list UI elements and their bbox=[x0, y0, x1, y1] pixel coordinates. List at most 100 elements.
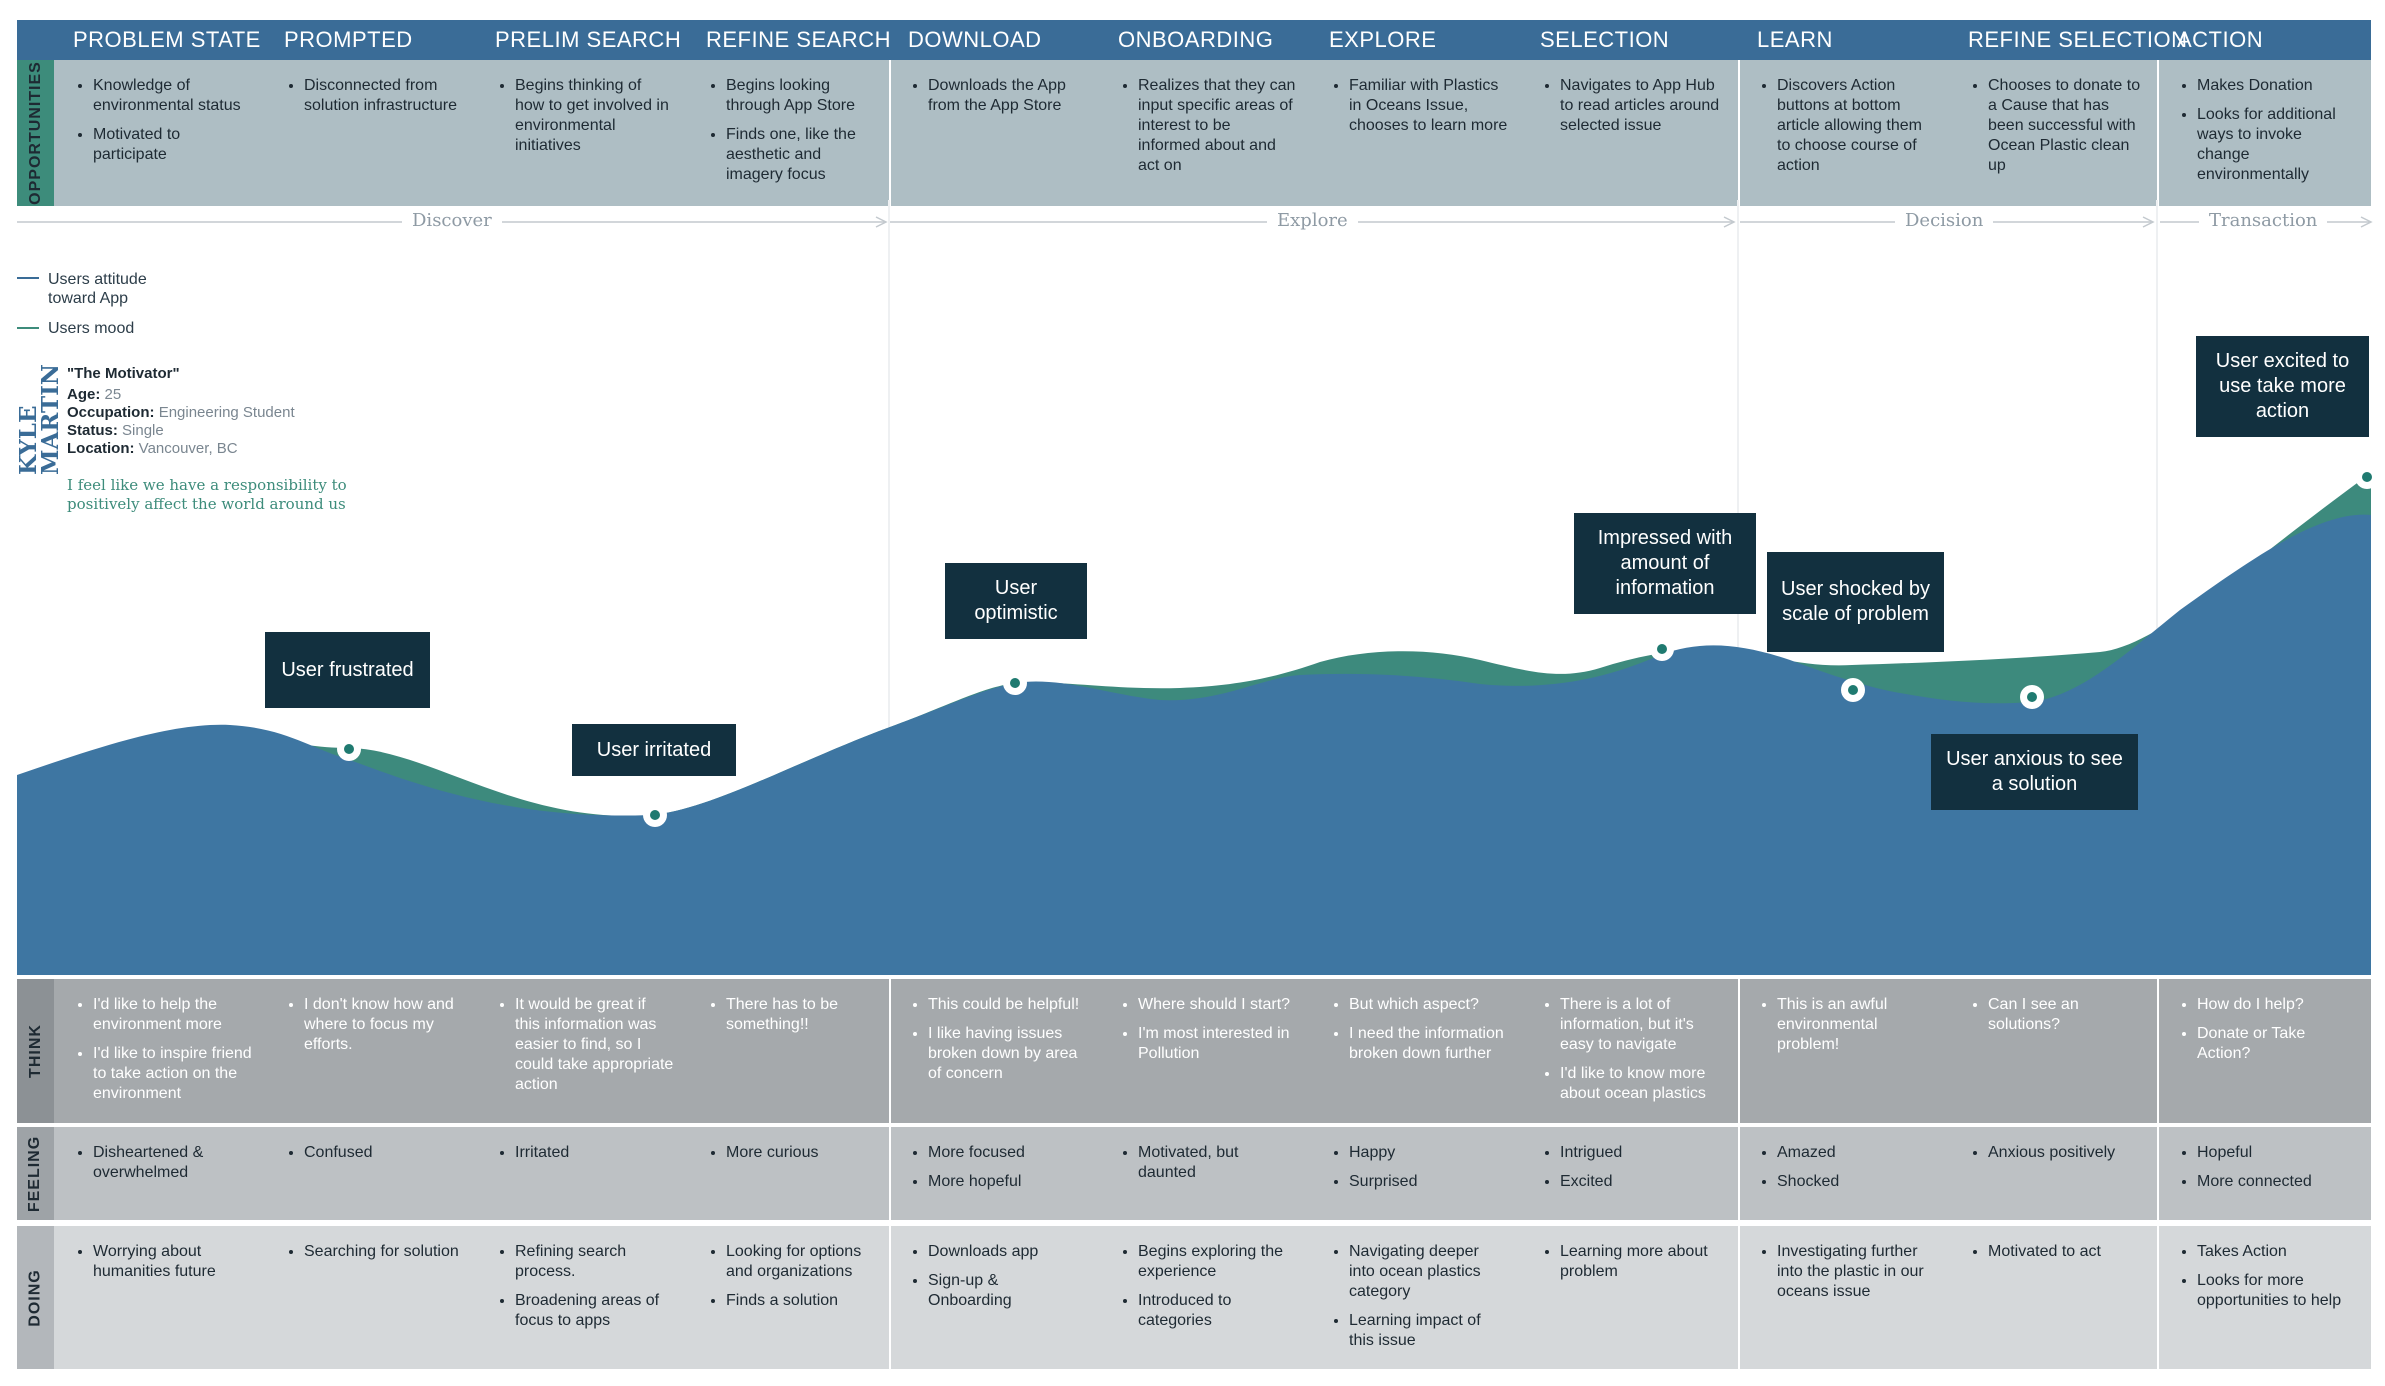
feeling-cell: Anxious positively bbox=[1950, 1127, 2159, 1220]
callout-impressed: Impressed with amount of information bbox=[1574, 513, 1756, 614]
doing-item: Introduced to categories bbox=[1138, 1291, 1297, 1331]
stage-title-prelim-search: PRELIM SEARCH bbox=[495, 27, 682, 52]
doing-cell: Takes ActionLooks for more opportunities… bbox=[2159, 1226, 2371, 1369]
feeling-cell: Irritated bbox=[477, 1127, 688, 1220]
think-cell: Can I see an solutions? bbox=[1950, 979, 2159, 1123]
think-cell: This could be helpful!I like having issu… bbox=[890, 979, 1100, 1123]
doing-item: Downloads app bbox=[928, 1242, 1086, 1262]
think-item: Can I see an solutions? bbox=[1988, 995, 2145, 1035]
opportunities-item: Familiar with Plastics in Oceans Issue, … bbox=[1349, 76, 1508, 136]
doing-label: DOING bbox=[17, 1226, 54, 1369]
doing-item: Searching for solution bbox=[304, 1242, 463, 1262]
callout-user-anxious: User anxious to see a solution bbox=[1931, 734, 2138, 810]
feeling-cell: Confused bbox=[266, 1127, 477, 1220]
section-divider bbox=[2157, 60, 2159, 206]
feeling-item: Confused bbox=[304, 1143, 463, 1163]
mood-marker bbox=[1841, 678, 1865, 702]
opportunities-label: OPPORTUNITIES bbox=[17, 60, 54, 206]
section-divider bbox=[889, 1226, 891, 1369]
opportunities-cell: Begins thinking of how to get involved i… bbox=[477, 60, 688, 206]
stage-title-explore: EXPLORE bbox=[1329, 27, 1437, 52]
callout-user-shocked: User shocked by scale of problem bbox=[1767, 552, 1944, 652]
feeling-item: More hopeful bbox=[928, 1172, 1086, 1192]
opportunities-item: Navigates to App Hub to read articles ar… bbox=[1560, 76, 1725, 136]
section-divider bbox=[2157, 1127, 2159, 1220]
doing-item: Investigating further into the plastic i… bbox=[1777, 1242, 1936, 1302]
section-divider bbox=[1738, 979, 1740, 1123]
think-item: I like having issues broken down by area… bbox=[928, 1024, 1086, 1084]
callout-user-frustrated: User frustrated bbox=[265, 632, 430, 708]
doing-item: Takes Action bbox=[2197, 1242, 2357, 1262]
doing-cell: Begins exploring the experienceIntroduce… bbox=[1100, 1226, 1311, 1369]
opportunities-cell: Disconnected from solution infrastructur… bbox=[266, 60, 477, 206]
mood-marker bbox=[2020, 685, 2044, 709]
think-item: I'd like to know more about ocean plasti… bbox=[1560, 1064, 1725, 1104]
opportunities-cell: Navigates to App Hub to read articles ar… bbox=[1522, 60, 1739, 206]
opportunities-cell: Realizes that they can input specific ar… bbox=[1100, 60, 1311, 206]
phase-transaction: Transaction bbox=[2199, 210, 2328, 231]
think-cell: Where should I start?I'm most interested… bbox=[1100, 979, 1311, 1123]
stage-header-bar bbox=[17, 20, 2371, 60]
feeling-item: Happy bbox=[1349, 1143, 1508, 1163]
opportunities-item: Disconnected from solution infrastructur… bbox=[304, 76, 463, 116]
callout-user-excited: User excited to use take more action bbox=[2196, 336, 2369, 437]
feeling-item: Excited bbox=[1560, 1172, 1725, 1192]
mood-marker bbox=[1650, 637, 1674, 661]
opportunities-cell: Discovers Action buttons at bottom artic… bbox=[1739, 60, 1950, 206]
feeling-item: Amazed bbox=[1777, 1143, 1936, 1163]
mood-marker bbox=[1003, 671, 1027, 695]
feeling-item: More connected bbox=[2197, 1172, 2357, 1192]
doing-band: DOING Worrying about humanities future Se… bbox=[17, 1226, 2371, 1369]
stage-title-problem-state: PROBLEM STATE bbox=[73, 27, 261, 52]
think-item: But which aspect? bbox=[1349, 995, 1508, 1015]
section-divider bbox=[1738, 1226, 1740, 1369]
stage-title-selection: SELECTION bbox=[1540, 27, 1670, 52]
feeling-cell: Disheartened & overwhelmed bbox=[55, 1127, 266, 1220]
persona-status: Status: Single bbox=[67, 422, 164, 439]
doing-item: Finds a solution bbox=[726, 1291, 876, 1311]
doing-cell: Downloads appSign-up & Onboarding bbox=[890, 1226, 1100, 1369]
stage-title-onboarding: ONBOARDING bbox=[1118, 27, 1274, 52]
attitude-area bbox=[17, 514, 2371, 976]
callout-user-optimistic: User optimistic bbox=[945, 563, 1087, 639]
think-cell: There is a lot of information, but it's … bbox=[1522, 979, 1739, 1123]
opportunities-cell: Knowledge of environmental statusMotivat… bbox=[55, 60, 266, 206]
legend-mood: Users mood bbox=[48, 320, 135, 337]
think-cell: I'd like to help the environment moreI'd… bbox=[55, 979, 266, 1123]
mood-marker bbox=[2355, 465, 2379, 489]
opportunities-cell: Familiar with Plastics in Oceans Issue, … bbox=[1311, 60, 1522, 206]
opportunities-cell: Begins looking through App StoreFinds on… bbox=[688, 60, 890, 206]
think-item: It would be great if this information wa… bbox=[515, 995, 674, 1095]
opportunities-item: Begins thinking of how to get involved i… bbox=[515, 76, 674, 156]
section-divider bbox=[1738, 60, 1740, 206]
think-band: THINK I'd like to help the environment m… bbox=[17, 979, 2371, 1123]
doing-cell: Learning more about problem bbox=[1522, 1226, 1739, 1369]
doing-cell: Worrying about humanities future bbox=[55, 1226, 266, 1369]
section-divider bbox=[1738, 1127, 1740, 1220]
mood-markers bbox=[337, 465, 2379, 827]
opportunities-item: Chooses to donate to a Cause that has be… bbox=[1988, 76, 2145, 176]
feeling-item: Hopeful bbox=[2197, 1143, 2357, 1163]
callout-user-irritated: User irritated bbox=[572, 724, 736, 776]
persona-age: Age: 25 bbox=[67, 386, 122, 403]
opportunities-item: Downloads the App from the App Store bbox=[928, 76, 1086, 116]
feeling-cell: More focusedMore hopeful bbox=[890, 1127, 1100, 1220]
section-divider bbox=[889, 1127, 891, 1220]
persona-location: Location: Vancouver, BC bbox=[67, 440, 238, 457]
think-cell: There has to be something!! bbox=[688, 979, 890, 1123]
think-item: There is a lot of information, but it's … bbox=[1560, 995, 1725, 1055]
doing-cell: Navigating deeper into ocean plastics ca… bbox=[1311, 1226, 1522, 1369]
feeling-cell: HappySurprised bbox=[1311, 1127, 1522, 1220]
think-item: I don't know how and where to focus my e… bbox=[304, 995, 463, 1055]
feeling-cell: AmazedShocked bbox=[1739, 1127, 1950, 1220]
doing-item: Learning impact of this issue bbox=[1349, 1311, 1508, 1351]
stage-title-prompted: PROMPTED bbox=[284, 27, 413, 52]
think-cell: It would be great if this information wa… bbox=[477, 979, 688, 1123]
doing-cell: Searching for solution bbox=[266, 1226, 477, 1369]
feeling-item: Anxious positively bbox=[1988, 1143, 2145, 1163]
doing-item: Worrying about humanities future bbox=[93, 1242, 252, 1282]
opportunities-cell: Makes DonationLooks for additional ways … bbox=[2159, 60, 2371, 206]
doing-item: Motivated to act bbox=[1988, 1242, 2145, 1262]
persona-nickname: "The Motivator" bbox=[67, 365, 180, 382]
doing-item: Refining search process. bbox=[515, 1242, 674, 1282]
